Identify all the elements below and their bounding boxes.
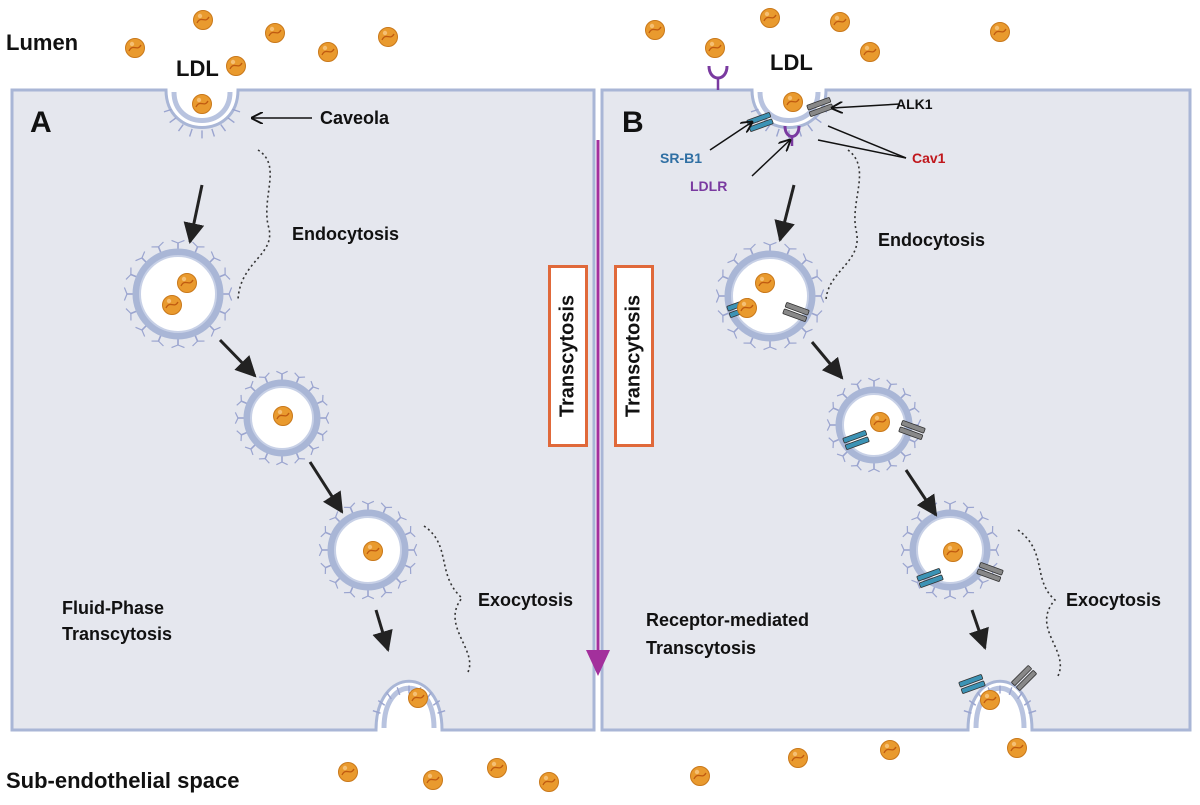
- sub-endothelial-label: Sub-endothelial space: [6, 768, 240, 793]
- ldlr-surface-icon: [709, 66, 727, 90]
- exocytosis-label-a: Exocytosis: [478, 590, 573, 611]
- ldl-particle-icon: [364, 542, 383, 561]
- ldl-particle-icon: [691, 767, 710, 786]
- fluid-phase-label-line2: Transcytosis: [62, 624, 172, 645]
- ldl-particle-icon: [861, 43, 880, 62]
- alk1-label: ALK1: [896, 96, 933, 112]
- endocytosis-label-a: Endocytosis: [292, 224, 399, 245]
- ldl-particle-icon: [178, 274, 197, 293]
- ldl-particle-icon: [981, 691, 1000, 710]
- ldl-particle-icon: [126, 39, 145, 58]
- fluid-phase-label-line1: Fluid-Phase: [62, 598, 164, 619]
- ldl-particle-icon: [831, 13, 850, 32]
- caveola-label: Caveola: [320, 108, 389, 129]
- ldl-particle-icon: [194, 11, 213, 30]
- ldl-particle-icon: [761, 9, 780, 28]
- ldl-particle-icon: [193, 95, 212, 114]
- ldl-particle-icon: [944, 543, 963, 562]
- ldl-particle-icon: [274, 407, 293, 426]
- ldl-particle-icon: [266, 24, 285, 43]
- transcytosis-box-right: Transcytosis: [614, 265, 654, 447]
- ldl-particle-icon: [738, 299, 757, 318]
- ldl-particle-icon: [339, 763, 358, 782]
- ldl-particle-icon: [163, 296, 182, 315]
- ldlr-label: LDLR: [690, 178, 727, 194]
- ldl-particle-icon: [991, 23, 1010, 42]
- ldl-particle-icon: [409, 689, 428, 708]
- ldl-label-a: LDL: [176, 56, 219, 81]
- receptor-mediated-label-line2: Transcytosis: [646, 638, 756, 659]
- endocytosis-label-b: Endocytosis: [878, 230, 985, 251]
- ldl-label-b: LDL: [770, 50, 813, 75]
- transcytosis-box-left: Transcytosis: [548, 265, 588, 447]
- ldl-particle-icon: [1008, 739, 1027, 758]
- ldl-particle-icon: [227, 57, 246, 76]
- ldl-particle-icon: [706, 39, 725, 58]
- ldl-particle-icon: [784, 93, 803, 112]
- ldl-particle-icon: [789, 749, 808, 768]
- ldl-particle-icon: [424, 771, 443, 790]
- panel-a-letter: A: [30, 106, 52, 141]
- exocytosis-label-b: Exocytosis: [1066, 590, 1161, 611]
- receptor-mediated-label-line1: Receptor-mediated: [646, 610, 809, 631]
- ldl-particle-icon: [756, 274, 775, 293]
- ldl-particle-icon: [881, 741, 900, 760]
- ldl-particle-icon: [379, 28, 398, 47]
- srb1-label: SR-B1: [660, 150, 702, 166]
- ldl-particle-icon: [488, 759, 507, 778]
- cav1-label: Cav1: [912, 150, 945, 166]
- panel-b-letter: B: [622, 106, 644, 141]
- ldl-particle-icon: [646, 21, 665, 40]
- transcytosis-box-right-text: Transcytosis: [623, 295, 646, 417]
- ldl-particle-icon: [540, 773, 559, 792]
- lumen-label: Lumen: [6, 30, 78, 55]
- ldl-particle-icon: [871, 413, 890, 432]
- ldl-particle-icon: [319, 43, 338, 62]
- transcytosis-box-left-text: Transcytosis: [557, 295, 580, 417]
